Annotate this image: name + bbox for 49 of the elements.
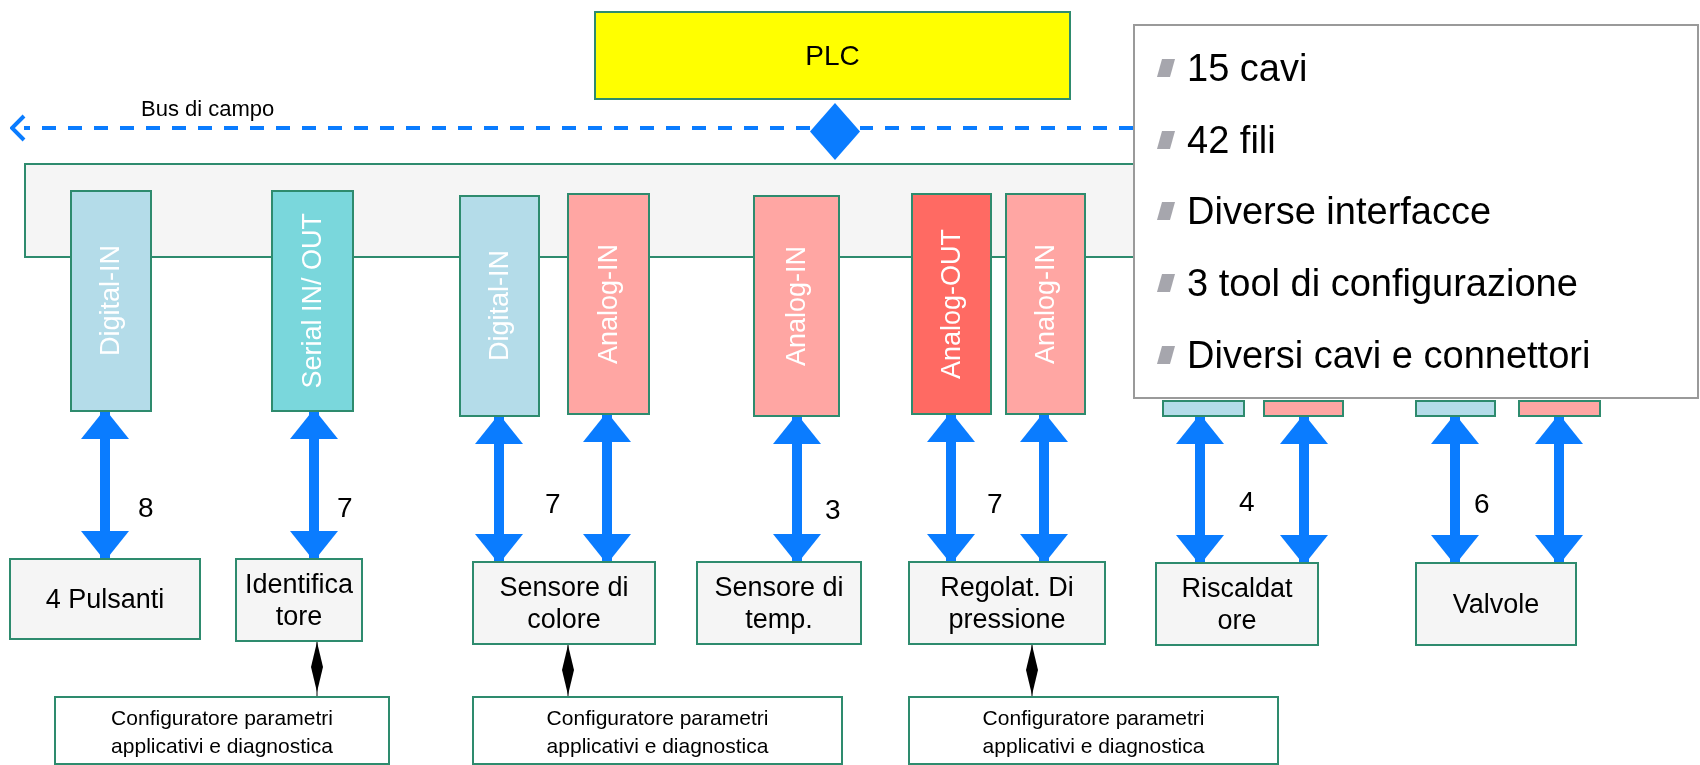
config-box: Configuratore parametri applicativi e diagnostica <box>908 696 1279 765</box>
edge-label: Bus di campo <box>141 98 275 120</box>
module-box <box>271 190 354 412</box>
module-label: Digital-IN <box>96 245 126 357</box>
device-box: Sensore di temp. <box>696 561 862 645</box>
bus-line <box>10 114 810 142</box>
info-box <box>1133 24 1699 399</box>
wire-count: 4 <box>1239 488 1255 516</box>
diamond-connector <box>562 644 574 697</box>
wire-count: 6 <box>1474 490 1490 518</box>
config-box: Configuratore parametri applicativi e diagnostica <box>472 696 843 765</box>
config-box: Configuratore parametri applicativi e diagnostica <box>54 696 390 765</box>
wire-count: 7 <box>337 494 353 522</box>
module-label: Digital-IN <box>484 250 515 362</box>
module-box <box>567 193 650 415</box>
module-box <box>1162 400 1245 417</box>
module-box <box>70 190 152 412</box>
module-box <box>1518 400 1601 417</box>
module-box <box>459 195 540 417</box>
module-label: Analog-IN <box>1030 243 1061 365</box>
diamond-connector <box>311 641 323 697</box>
module-label: Analog-IN <box>593 243 624 365</box>
module-box <box>1005 193 1086 415</box>
module-box <box>911 193 992 415</box>
list-item: 15 cavi <box>1187 48 1308 87</box>
wire-count: 3 <box>825 496 841 524</box>
list-item: Diverse interfacce <box>1187 192 1492 231</box>
list-item: 3 tool di configurazione <box>1187 264 1578 303</box>
module-label: Serial IN/ OUT <box>297 213 328 389</box>
device-box: Valvole <box>1415 562 1577 646</box>
wire-count: 7 <box>545 490 561 518</box>
connector-diamond <box>810 103 860 160</box>
device-box: Regolat. Di pressione <box>908 561 1106 645</box>
plc-box: PLC <box>594 11 1071 100</box>
module-box <box>1415 400 1496 417</box>
device-box: 4 Pulsanti <box>9 558 201 640</box>
module-box <box>1263 400 1344 417</box>
list-item: 42 fili <box>1187 120 1276 159</box>
device-box: Identifica tore <box>235 558 363 642</box>
module-label: Analog-OUT <box>936 228 967 380</box>
list-item: Diversi cavi e connettori <box>1187 336 1591 375</box>
wire-count: 8 <box>138 494 154 522</box>
device-box: Riscaldat ore <box>1155 562 1319 646</box>
device-box: Sensore di colore <box>472 561 656 645</box>
wire-count: 7 <box>987 490 1003 518</box>
bus-line <box>860 126 1133 130</box>
diamond-connector <box>1026 644 1038 697</box>
module-box <box>753 195 840 417</box>
module-label: Analog-IN <box>781 245 812 367</box>
